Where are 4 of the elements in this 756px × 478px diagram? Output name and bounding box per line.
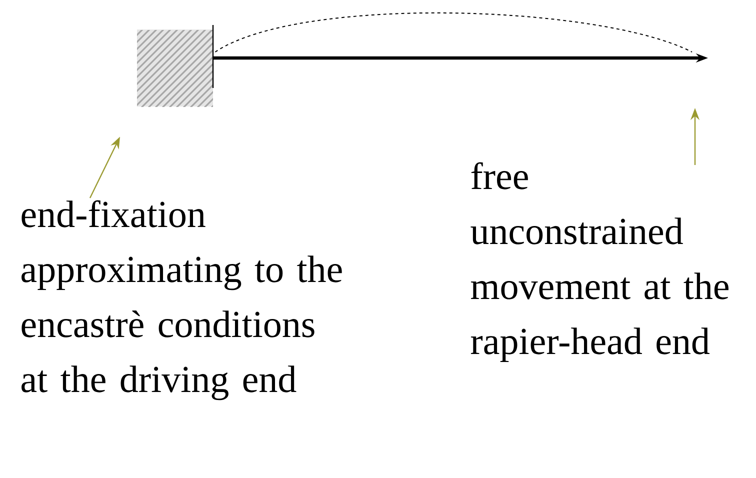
fixed-support-block xyxy=(137,30,213,107)
deflection-curve xyxy=(214,12,692,52)
annotation-text: end-fixation approximating to the encastrè conditions at the driving end xyxy=(22,200,342,400)
annotation-text: free unconstrained movement at the rapier-head end xyxy=(470,162,728,362)
